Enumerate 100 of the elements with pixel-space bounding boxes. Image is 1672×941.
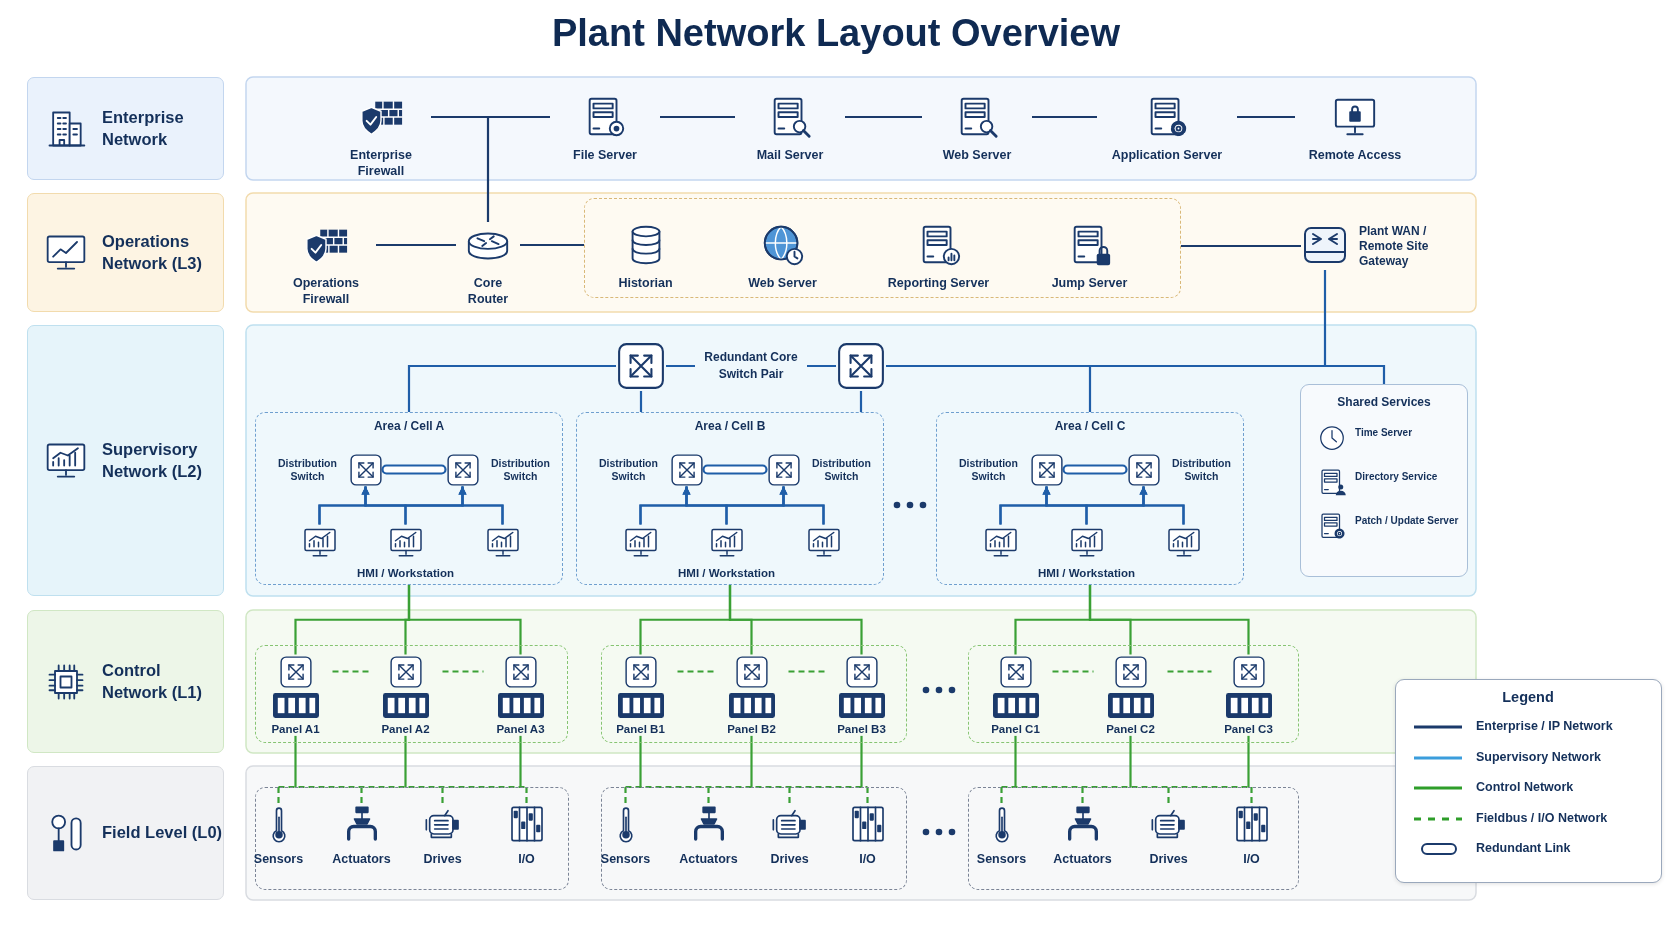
device-label: Sensors [600,851,651,868]
device-label: Actuators [1053,851,1112,868]
device-label: Application Server [1111,148,1223,164]
device-label: Drives [1149,851,1188,868]
redundant-link [1062,464,1128,475]
legend-text: Control Network [1476,780,1574,796]
connector-line [520,243,584,247]
panel-group-box [255,645,568,743]
legend-text: Redundant Link [1476,841,1571,857]
panel-label: Panel C3 [1224,721,1273,736]
panel-group-box [601,645,907,743]
connector-line [332,670,369,673]
device-label: Jump Server [1051,275,1128,292]
device-label: Reporting Server [887,275,990,292]
connector-line [277,787,280,804]
connector-line [750,735,753,787]
connector-line [441,787,444,804]
area-box [255,412,563,585]
redundant-link [381,464,447,475]
connector-line [639,391,643,412]
device-label: Distribution Switch [1171,456,1232,483]
area-title: Area / Cell B [694,419,766,434]
device-label: HMI / Workstation [678,566,775,579]
connector-line [1088,585,1250,655]
device-label: Distribution Switch [277,456,338,483]
connector-line [404,735,407,787]
panel-label: Panel B1 [616,721,665,736]
redundant-link [702,464,768,475]
level-title: Enterprise Network [102,107,185,150]
device-label: Distribution Switch [598,456,659,483]
panel-label: Panel C1 [991,721,1040,736]
connector-line [859,391,863,412]
panel-label: Panel A3 [496,721,545,736]
device-label: Actuators [332,851,391,868]
device-label: I/O [518,851,535,868]
connector-line [1167,787,1170,804]
device-label: Drives [770,851,809,868]
device-label: Actuators [679,851,738,868]
connector-line [1247,735,1250,787]
level-title: Supervisory Network (L2) [102,439,203,482]
connector-line [442,670,484,673]
connector-line [1181,244,1301,248]
connector-line [1081,787,1084,804]
level-card [27,766,224,900]
connector-line [860,735,863,787]
connector-line [294,735,297,787]
level-card [27,325,224,596]
connector-line [1167,670,1212,673]
area-box [576,412,884,585]
connector-line [707,787,710,804]
legend-text: Supervisory Network [1476,749,1602,766]
device-label: Web Server [748,275,817,292]
panel-group-box [968,645,1299,743]
connector-line [866,787,869,804]
device-group-box [968,787,1299,890]
connector-line [1014,735,1017,787]
device-label: Historian [618,275,673,292]
connector-line [660,115,735,119]
connector-line [376,243,456,247]
level-title: Operations Network (L3) [102,231,203,274]
area-box [936,412,1244,585]
legend-text: Enterprise / IP Network [1476,719,1613,735]
level-card [27,77,224,180]
connector-line [407,585,522,655]
panel-label: Panel A1 [271,721,320,736]
connector-line [677,670,715,673]
device-label: Operations Firewall [292,276,360,308]
area-title: Area / Cell C [1054,419,1126,434]
panel-label: Panel B2 [727,721,776,736]
panel-title: Shared Services [1336,395,1432,410]
connector-line [728,585,863,655]
device-label: File Server [573,148,637,164]
service-label: Directory Service [1355,470,1439,483]
connector-line [886,364,1386,384]
device-label: I/O [859,851,876,868]
services-panel [1300,384,1468,577]
device-label: Drives [423,851,462,868]
device-label: Web Server [942,148,1012,164]
device-label: Mail Server [756,148,824,164]
device-group-box [255,787,569,890]
device-label: Distribution Switch [958,456,1019,483]
device-label: Remote Access [1308,148,1402,164]
connector-line [360,787,363,804]
panel-label: Panel B3 [837,721,886,736]
connector-line [639,735,642,787]
device-label: Core Router [466,276,510,308]
connector-line [519,735,522,787]
device-label: Sensors [253,851,304,868]
connector-line [845,115,922,119]
connector-line [1032,115,1097,119]
connector-line [1250,787,1253,804]
device-label: Plant WAN / Remote Site Gateway [1359,224,1430,269]
connector-line [1237,115,1295,119]
legend-text: Fieldbus / I/O Network [1476,810,1608,827]
connector-line [1052,670,1094,673]
device-label: Enterprise Firewall [349,148,413,180]
device-label: Sensors [976,851,1027,868]
level-title: Control Network (L1) [102,660,203,703]
arrow [458,486,504,525]
legend-title: Legend [1502,688,1554,707]
